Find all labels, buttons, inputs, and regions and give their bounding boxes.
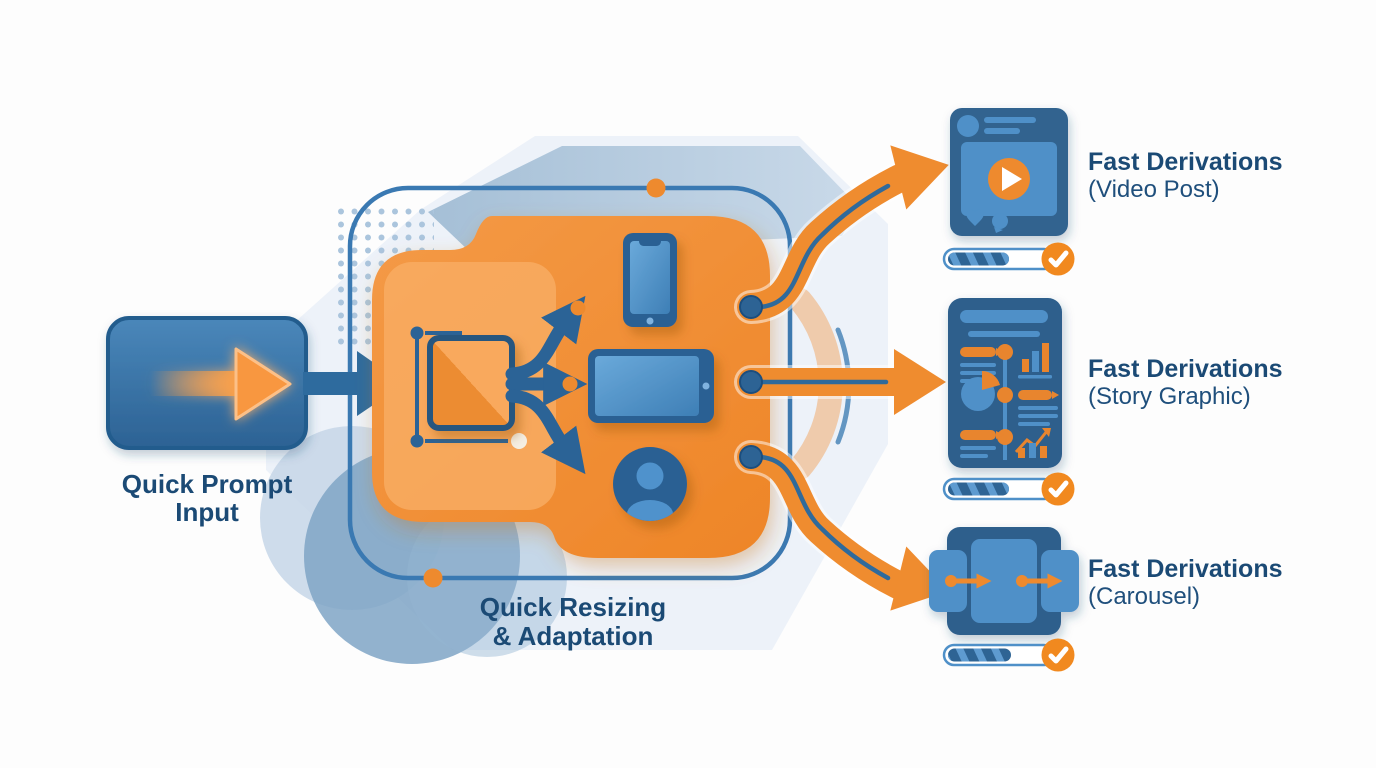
branch-node-up — [570, 300, 586, 316]
input-stage: Quick Prompt Input — [106, 316, 404, 527]
story-graphic-card — [948, 298, 1062, 468]
progress-bar-2 — [942, 472, 1075, 506]
smartphone-icon — [623, 233, 677, 327]
output2-subtitle: (Story Graphic) — [1088, 383, 1251, 410]
flow-arrowhead-top — [890, 145, 949, 210]
carousel-next-arrows — [945, 573, 1063, 589]
output3-title: Fast Derivations — [1088, 555, 1283, 583]
progress-bar-3 — [942, 638, 1075, 672]
input-label-line1: Quick Prompt — [122, 469, 293, 499]
process-label-line1: Quick Resizing — [480, 592, 666, 622]
output-carousel: Fast Derivations (Carousel) — [929, 527, 1283, 672]
flow-arrowhead-middle — [894, 349, 946, 415]
progress-bar-1 — [942, 242, 1075, 276]
heart-icon — [966, 209, 984, 226]
pie-chart-icon — [961, 371, 1000, 411]
branch-arrow-down — [505, 389, 586, 475]
output-story-graphic: Fast Derivations (Story Graphic) — [942, 298, 1283, 506]
output-flow-arrows — [734, 145, 949, 611]
checkmark-icon — [1041, 472, 1075, 506]
outline-node-bottom — [423, 568, 443, 588]
orange-right-arrow-icon — [150, 347, 292, 421]
output-video-post: Fast Derivations (Video Post) — [942, 108, 1283, 276]
trend-chart-icon — [1014, 428, 1051, 458]
connector-node-top — [739, 295, 763, 319]
carousel-card — [929, 527, 1079, 635]
tablet-icon — [588, 349, 714, 423]
branch-node-right — [562, 376, 578, 392]
handle-node-light — [511, 433, 527, 449]
card-avatar — [957, 115, 979, 137]
connector-node-middle — [739, 370, 763, 394]
output1-title: Fast Derivations — [1088, 148, 1283, 176]
process-label-line2: & Adaptation — [493, 621, 654, 651]
user-avatar-icon — [613, 447, 687, 521]
branch-arrow-up — [505, 295, 586, 381]
outline-node-top — [646, 178, 666, 198]
input-label-line2: Input — [175, 497, 239, 527]
bar-chart-icon — [1018, 343, 1052, 379]
checkmark-icon — [1041, 242, 1075, 276]
connector-node-bottom — [739, 445, 763, 469]
process-stage: Quick Resizing & Adaptation — [372, 216, 770, 651]
branch-arrows — [505, 295, 588, 475]
output3-subtitle: (Carousel) — [1088, 583, 1200, 610]
checkmark-icon — [1041, 638, 1075, 672]
video-post-card — [950, 108, 1068, 236]
selection-square-icon — [410, 326, 527, 449]
output2-title: Fast Derivations — [1088, 355, 1283, 383]
output1-subtitle: (Video Post) — [1088, 176, 1220, 203]
comment-icon — [992, 213, 1008, 233]
